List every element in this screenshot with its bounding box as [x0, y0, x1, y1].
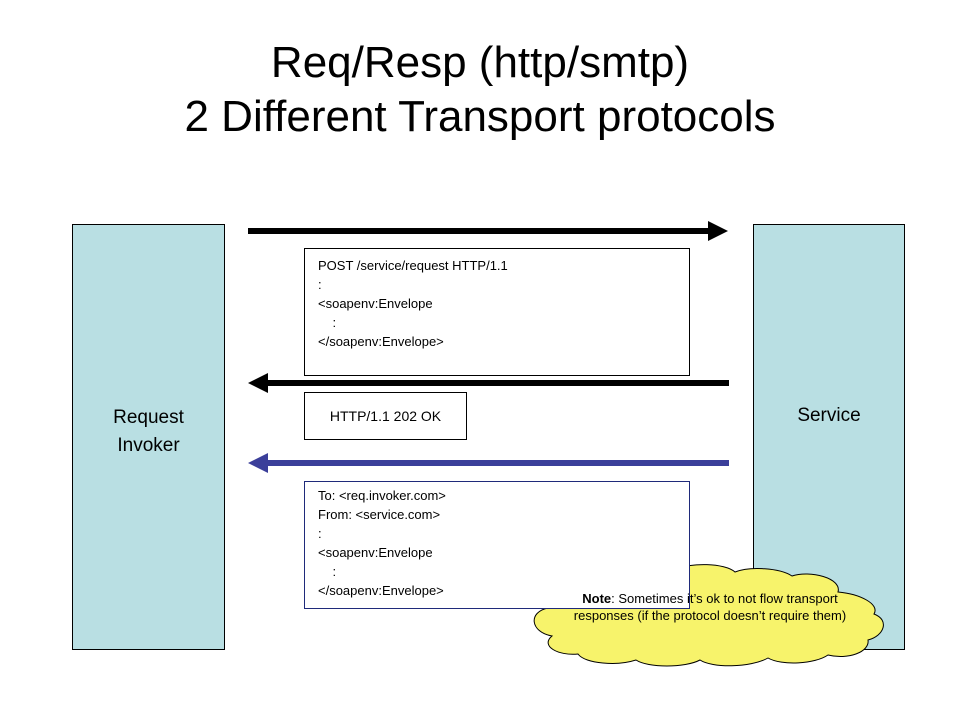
service-label: Service: [797, 404, 861, 426]
http-response-message: HTTP/1.1 202 OK: [304, 392, 467, 440]
note-text: Note: Sometimes it’s ok to not flow tran…: [560, 590, 860, 624]
smtp-response-message: To: <req.invoker.com> From: <service.com…: [304, 481, 690, 609]
smtp-line-1: To: <req.invoker.com>: [318, 488, 446, 503]
http-response-arrow-head: [248, 373, 268, 393]
note-label: Note: [582, 591, 612, 606]
http-request-message: POST /service/request HTTP/1.1 : <soapen…: [304, 248, 690, 376]
request-invoker-label-line-1: Request: [113, 407, 184, 428]
http-response-text: HTTP/1.1 202 OK: [329, 407, 442, 424]
smtp-line-6: </soapenv:Envelope>: [318, 583, 444, 598]
smtp-line-4: <soapenv:Envelope: [318, 545, 433, 560]
request-line-2: :: [318, 277, 322, 292]
request-arrow-head: [708, 221, 728, 241]
title-line-1: Req/Resp (http/smtp): [270, 38, 690, 87]
note-body: : Sometimes it’s ok to not flow transpor…: [573, 591, 847, 623]
request-line-4: :: [318, 315, 337, 330]
title-line-2: 2 Different Transport protocols: [184, 92, 776, 141]
smtp-line-5: :: [318, 564, 337, 579]
request-line-1: POST /service/request HTTP/1.1: [318, 258, 508, 273]
request-invoker-label-line-2: Invoker: [117, 435, 180, 456]
request-line-3: <soapenv:Envelope: [318, 296, 433, 311]
smtp-line-2: From: <service.com>: [318, 507, 441, 522]
request-line-5: </soapenv:Envelope>: [318, 334, 444, 349]
smtp-response-arrow-head: [248, 453, 268, 473]
slide-title: Req/Resp (http/smtp) 2 Different Transpo…: [0, 36, 960, 144]
smtp-line-3: :: [318, 526, 322, 541]
request-invoker-box: Request Invoker: [72, 224, 225, 650]
